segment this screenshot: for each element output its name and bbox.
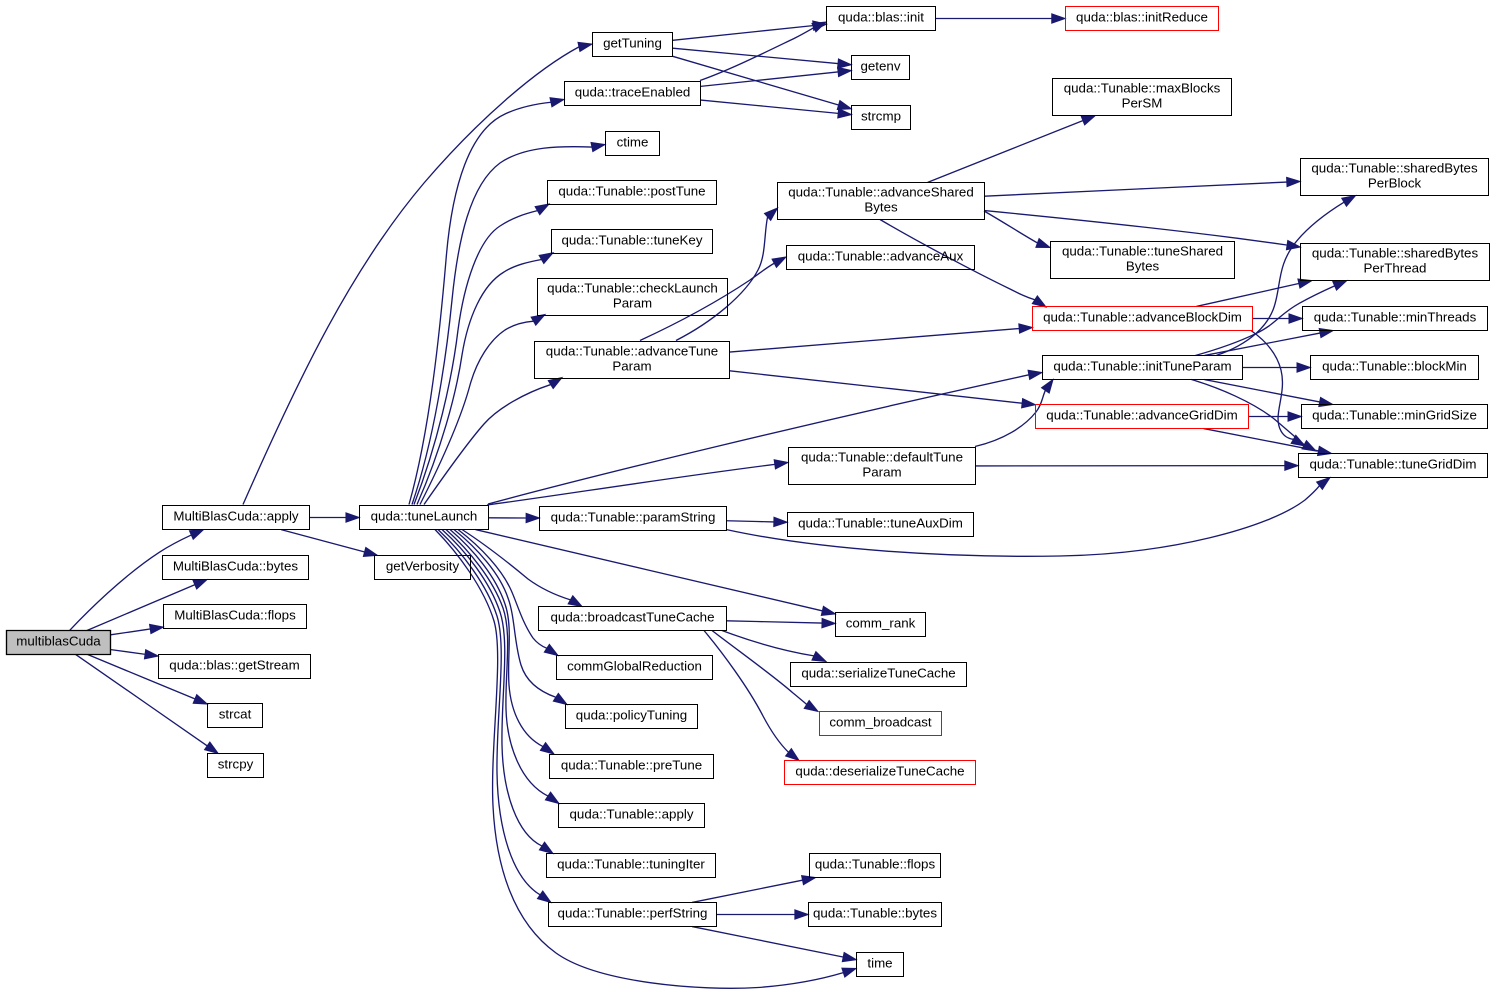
- svg-text:getVerbosity: getVerbosity: [386, 559, 460, 574]
- svg-text:quda::blas::getStream: quda::blas::getStream: [169, 658, 299, 673]
- svg-text:quda::Tunable::apply: quda::Tunable::apply: [570, 807, 694, 822]
- svg-text:quda::Tunable::sharedBytes: quda::Tunable::sharedBytes: [1311, 161, 1478, 176]
- svg-text:quda::serializeTuneCache: quda::serializeTuneCache: [801, 666, 955, 681]
- svg-text:Param: Param: [862, 465, 901, 480]
- svg-text:quda::Tunable::advanceShared: quda::Tunable::advanceShared: [788, 185, 974, 200]
- svg-text:quda::Tunable::tuneGridDim: quda::Tunable::tuneGridDim: [1310, 457, 1477, 472]
- svg-text:MultiBlasCuda::apply: MultiBlasCuda::apply: [173, 509, 299, 524]
- svg-text:PerThread: PerThread: [1364, 261, 1427, 276]
- svg-text:quda::Tunable::bytes: quda::Tunable::bytes: [813, 906, 937, 921]
- svg-text:quda::policyTuning: quda::policyTuning: [576, 708, 687, 723]
- svg-text:Bytes: Bytes: [864, 200, 898, 215]
- svg-text:quda::Tunable::maxBlocks: quda::Tunable::maxBlocks: [1064, 81, 1221, 96]
- svg-text:quda::Tunable::tuneAuxDim: quda::Tunable::tuneAuxDim: [798, 516, 963, 531]
- svg-text:Bytes: Bytes: [1126, 259, 1160, 274]
- svg-text:quda::Tunable::advanceBlockDim: quda::Tunable::advanceBlockDim: [1043, 310, 1242, 325]
- svg-text:quda::Tunable::perfString: quda::Tunable::perfString: [558, 906, 708, 921]
- svg-text:quda::Tunable::flops: quda::Tunable::flops: [815, 857, 936, 872]
- svg-text:quda::Tunable::tuningIter: quda::Tunable::tuningIter: [557, 857, 705, 872]
- svg-text:strcat: strcat: [219, 707, 252, 722]
- svg-text:quda::Tunable::paramString: quda::Tunable::paramString: [551, 510, 716, 525]
- svg-text:quda::Tunable::defaultTune: quda::Tunable::defaultTune: [801, 450, 963, 465]
- svg-text:getenv: getenv: [860, 59, 900, 74]
- svg-text:Param: Param: [612, 359, 651, 374]
- svg-text:quda::deserializeTuneCache: quda::deserializeTuneCache: [795, 764, 964, 779]
- svg-text:quda::Tunable::advanceAux: quda::Tunable::advanceAux: [798, 249, 964, 264]
- svg-text:MultiBlasCuda::flops: MultiBlasCuda::flops: [174, 608, 296, 623]
- svg-text:strcmp: strcmp: [861, 109, 901, 124]
- svg-text:quda::Tunable::blockMin: quda::Tunable::blockMin: [1322, 359, 1467, 374]
- svg-text:PerSM: PerSM: [1122, 96, 1163, 111]
- svg-text:comm_rank: comm_rank: [846, 616, 916, 631]
- svg-text:Param: Param: [613, 296, 652, 311]
- svg-text:PerBlock: PerBlock: [1368, 176, 1422, 191]
- svg-text:quda::Tunable::sharedBytes: quda::Tunable::sharedBytes: [1312, 246, 1479, 261]
- svg-text:commGlobalReduction: commGlobalReduction: [567, 659, 702, 674]
- svg-text:quda::Tunable::postTune: quda::Tunable::postTune: [558, 184, 705, 199]
- svg-text:comm_broadcast: comm_broadcast: [829, 715, 932, 730]
- svg-text:quda::Tunable::minThreads: quda::Tunable::minThreads: [1314, 310, 1477, 325]
- svg-text:quda::Tunable::initTuneParam: quda::Tunable::initTuneParam: [1053, 359, 1231, 374]
- svg-text:quda::Tunable::tuneKey: quda::Tunable::tuneKey: [561, 233, 702, 248]
- svg-text:quda::blas::init: quda::blas::init: [838, 10, 924, 25]
- svg-text:ctime: ctime: [617, 135, 649, 150]
- svg-text:quda::traceEnabled: quda::traceEnabled: [575, 85, 691, 100]
- svg-text:time: time: [867, 956, 892, 971]
- svg-text:multiblasCuda: multiblasCuda: [16, 634, 101, 649]
- svg-text:quda::broadcastTuneCache: quda::broadcastTuneCache: [551, 610, 715, 625]
- svg-text:quda::blas::initReduce: quda::blas::initReduce: [1076, 10, 1208, 25]
- svg-text:quda::Tunable::advanceGridDim: quda::Tunable::advanceGridDim: [1046, 408, 1237, 423]
- svg-text:quda::tuneLaunch: quda::tuneLaunch: [371, 509, 478, 524]
- svg-text:quda::Tunable::minGridSize: quda::Tunable::minGridSize: [1312, 408, 1477, 423]
- svg-text:quda::Tunable::preTune: quda::Tunable::preTune: [561, 758, 702, 773]
- svg-text:MultiBlasCuda::bytes: MultiBlasCuda::bytes: [173, 559, 299, 574]
- svg-text:quda::Tunable::tuneShared: quda::Tunable::tuneShared: [1062, 244, 1223, 259]
- svg-text:strcpy: strcpy: [218, 757, 254, 772]
- svg-text:quda::Tunable::checkLaunch: quda::Tunable::checkLaunch: [547, 281, 718, 296]
- svg-text:quda::Tunable::advanceTune: quda::Tunable::advanceTune: [546, 344, 718, 359]
- svg-text:getTuning: getTuning: [603, 36, 662, 51]
